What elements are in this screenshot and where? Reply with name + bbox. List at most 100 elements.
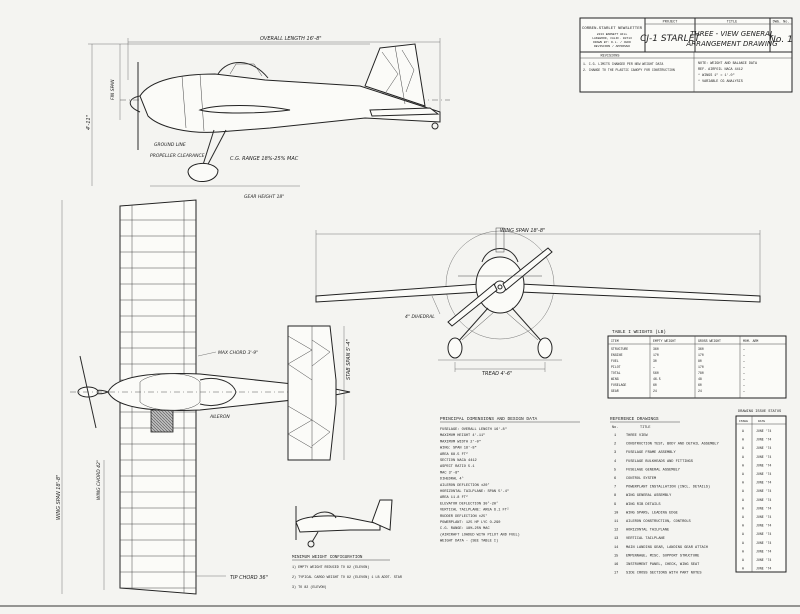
issue-status-cell: JUNE '74 — [756, 446, 771, 450]
project-name: CJ-1 STARLET — [640, 34, 701, 44]
weights-cell: FUSELAGE — [611, 383, 626, 387]
issue-status-cell: A — [742, 455, 744, 459]
ground-line-label: GROUND LINE — [154, 142, 186, 148]
drawing-list-item: FUSELAGE FRAME ASSEMBLY — [626, 451, 676, 455]
side-wing-root — [198, 105, 291, 114]
drawing-list-number: 4 — [614, 460, 616, 464]
spec-line: RUDDER DEFLECTION ±25° — [440, 514, 487, 519]
weights-cell: ENGINE — [611, 353, 623, 357]
issue-status-cell: JUNE '74 — [756, 438, 771, 442]
drawing-list-item: THREE VIEW — [626, 434, 648, 438]
weights-cell: 780 — [698, 371, 704, 375]
front-canopy — [481, 248, 519, 263]
aileron-label: AILERON — [209, 414, 230, 420]
drawing-list-item: INSTRUMENT PANEL, CHECK, WING SEAT — [626, 563, 700, 567]
spec-line: FUSELAGE: OVERALL LENGTH 16'-8" — [440, 427, 507, 432]
spec-line: SECTION NACA 4412 — [440, 459, 477, 463]
spec-line: MAXIMUM WIDTH 2'-0" — [440, 439, 481, 444]
weights-cell: 46.5 — [653, 377, 661, 381]
front-right-wheel — [537, 337, 553, 359]
issue-status-frame — [735, 415, 787, 573]
top-view: WING SPAN 18'-8" MAX CHORD 3'-9" AILERON… — [56, 199, 352, 595]
issue-status-cell: JUNE '74 — [756, 567, 771, 571]
weights-header-cell: EMPTY WEIGHT — [653, 339, 676, 343]
top-wing-ribs — [120, 219, 196, 589]
issue-status-cell: JUNE '74 — [756, 472, 771, 476]
issue-status-cell: JUNE '74 — [756, 455, 771, 459]
drawing-list-number: 9 — [614, 503, 616, 507]
weights-cell: 360 — [698, 347, 704, 351]
spec-line: ELEVATOR DEFLECTION 30°-20° — [440, 501, 498, 506]
drawing-list-number: 3 — [614, 451, 616, 455]
drawing-list-number: 2 — [614, 443, 616, 447]
front-view: WING SPAN 18'-8" TREAD 4'-6" 4° DIHEDRAL — [315, 227, 761, 377]
tread-label: TREAD 4'-6" — [482, 371, 512, 377]
issue-status-cell: JUNE '74 — [756, 524, 771, 528]
drawing-list-number: 10 — [614, 511, 618, 515]
spec-line: (AIRCRAFT LOADED WITH PILOT AND FUEL) — [440, 532, 520, 537]
spec-line: POWERPLANT: 125 HP LYC O-290 — [440, 521, 500, 525]
drawing-list-number: 14 — [614, 546, 618, 550]
weights-cell: 30 — [653, 359, 657, 363]
issue-status-cell: A — [742, 515, 744, 519]
drawing-list-item: FUSELAGE BULKHEADS AND FITTINGS — [626, 460, 693, 464]
alt-config-line-1: 1) EMPTY WEIGHT REDUCED TO 82 (ELEVON) — [292, 565, 369, 570]
front-left-wheel — [447, 337, 463, 359]
weights-header-cell: ITEM — [611, 339, 619, 343]
issue-status-cell: A — [742, 532, 744, 536]
dwg-no-label: DWG. No. — [773, 21, 790, 25]
revision-line-2: 2. CHANGE TO THE PLASTIC CANOPY FOR CONS… — [583, 68, 675, 72]
alt-config-line-2: 2) TYPICAL CARGO WEIGHT TO 82 (ELEVON) 1… — [292, 575, 402, 580]
weights-table-frame — [607, 335, 787, 399]
issue-status-cell: A — [742, 558, 744, 562]
project-label: PROJECT — [663, 21, 678, 25]
spec-line: AILERON DEFLECTION ±20° — [440, 483, 490, 488]
title-block: CORBEN-STARLET NEWSLETTER 2233 BARNETT H… — [579, 17, 793, 93]
spec-line: ASPECT RATIO 5.1 — [440, 465, 475, 469]
company-line-4: REVISIONS / APPROVED — [594, 44, 630, 48]
spec-line: HORIZONTAL TAILPLANE: SPAN 5'-4" — [440, 489, 509, 494]
revisions-header: REVISIONS — [601, 55, 620, 59]
front-prop-blade-2 — [447, 283, 498, 327]
drawing-list-number: 13 — [614, 537, 618, 541]
side-stabilizer — [369, 107, 440, 117]
overall-length-label: OVERALL LENGTH 16'-8" — [260, 36, 322, 42]
company-name: CORBEN-STARLET NEWSLETTER — [582, 27, 643, 31]
weights-table-title: TABLE I WEIGHTS (LB) — [612, 329, 666, 335]
note-line-2: REF. AIRFOIL NACA 4412 — [698, 68, 743, 72]
revision-line-1: 1. C.G. LIMITS CHANGED PER NEW WEIGHT DA… — [583, 62, 663, 66]
drawing-list-item: WING RIB DETAILS — [626, 503, 661, 507]
drawing-list-number: 1 — [614, 434, 616, 438]
note-line-1: NOTE: WEIGHT AND BALANCE DATA — [698, 62, 758, 66]
issue-status-cell: A — [742, 489, 744, 493]
drawing-list-number: 17 — [614, 572, 618, 576]
side-view: OVERALL LENGTH 16'-8" GROUND LINE PROPEL… — [86, 36, 450, 200]
drawing-list-item: SIDE CROSS SECTIONS WITH PART NOTES — [626, 572, 701, 576]
drawing-list-number: 5 — [614, 468, 616, 472]
drawing-title-line-1: THREE - VIEW GENERAL — [690, 30, 774, 38]
weights-cell: 170 — [653, 353, 659, 357]
issue-status-cell: A — [742, 438, 744, 442]
weights-cell: PILOT — [611, 365, 621, 369]
wing-chord-label: WING CHORD 42" — [96, 460, 102, 500]
note-line-3: * WINGS 1" = 1'-0" — [698, 73, 735, 78]
issue-status-cell: A — [742, 498, 744, 502]
weights-cell: 24 — [653, 389, 657, 393]
drawing-list-head-no: No. — [612, 426, 618, 430]
issue-status-cell: JUNE '74 — [756, 541, 771, 545]
issue-status-head-date: DATE — [758, 420, 765, 423]
drawing-list-number: 11 — [614, 520, 618, 524]
inset-aircraft-sketch — [295, 499, 393, 548]
weights-cell: — — [742, 383, 745, 387]
issue-status-cell: JUNE '74 — [756, 532, 771, 536]
fin-span-label: FIN SPAN — [110, 79, 116, 100]
weights-cell: STRUCTURE — [611, 347, 628, 351]
overall-height-label: 4'-11" — [86, 115, 92, 130]
weights-cell: 560 — [653, 371, 659, 375]
issue-status-cell: JUNE '74 — [756, 481, 771, 485]
side-spinner — [129, 95, 141, 113]
issue-status-cell: JUNE '74 — [756, 498, 771, 502]
dihedral-label: 4° DIHEDRAL — [405, 314, 435, 320]
alt-config-line-3: 3) TO 82 (ELEVON) — [292, 585, 327, 590]
weights-header-cell: GROSS WEIGHT — [698, 339, 721, 343]
